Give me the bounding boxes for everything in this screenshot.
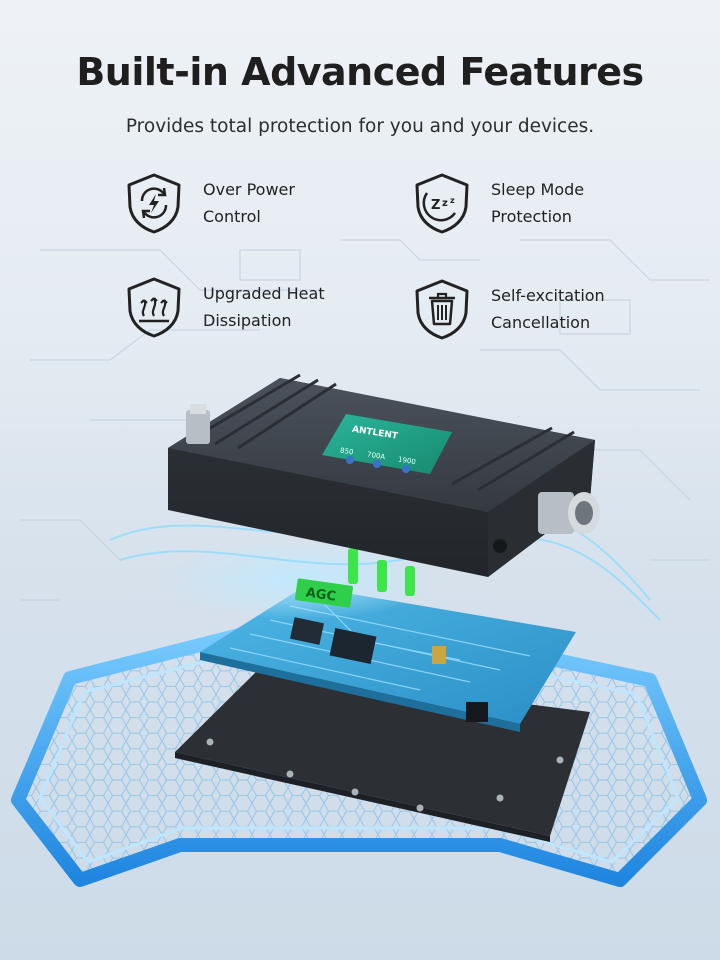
led-indicators: [348, 548, 415, 596]
feature-label: Self-excitation Cancellation: [491, 286, 605, 332]
feature-over-power-control: Over Power Control: [123, 172, 295, 234]
page-subtitle: Provides total protection for you and yo…: [125, 116, 595, 137]
n-type-connector-left: [186, 404, 210, 444]
feature-label: Sleep Mode Protection: [491, 180, 585, 226]
feature-upgraded-heat-dissipation: Upgraded Heat Dissipation: [123, 276, 325, 338]
n-type-connector-right: [538, 492, 600, 534]
power-cycle-shield-icon: [127, 173, 181, 234]
feature-label: Over Power Control: [203, 180, 295, 226]
svg-text:AGC: AGC: [305, 586, 337, 605]
feature-sleep-mode-protection: Z z z Sleep Mode Protection: [411, 172, 584, 234]
device-label: ANTLENT 850 700A 1900: [322, 414, 452, 474]
circuit-board: [200, 586, 576, 732]
svg-text:850: 850: [339, 446, 353, 456]
feature-label: Upgraded Heat Dissipation: [203, 284, 325, 330]
svg-text:Z: Z: [431, 198, 440, 213]
svg-text:z: z: [442, 198, 448, 209]
svg-text:z: z: [450, 196, 455, 205]
signal-booster-device: ANTLENT 850 700A 1900: [168, 373, 600, 577]
agc-chip: AGC: [295, 578, 353, 608]
heat-waves-shield-icon: [127, 277, 181, 338]
trash-shield-icon: [415, 279, 469, 340]
sleep-zzz-shield-icon: Z z z: [415, 173, 469, 234]
page-title: Built-in Advanced Features: [76, 50, 644, 94]
dc-power-jack: [493, 539, 507, 553]
svg-text:1900: 1900: [397, 455, 416, 466]
svg-text:700A: 700A: [366, 450, 385, 461]
feature-self-excitation-cancellation: Self-excitation Cancellation: [411, 278, 605, 340]
